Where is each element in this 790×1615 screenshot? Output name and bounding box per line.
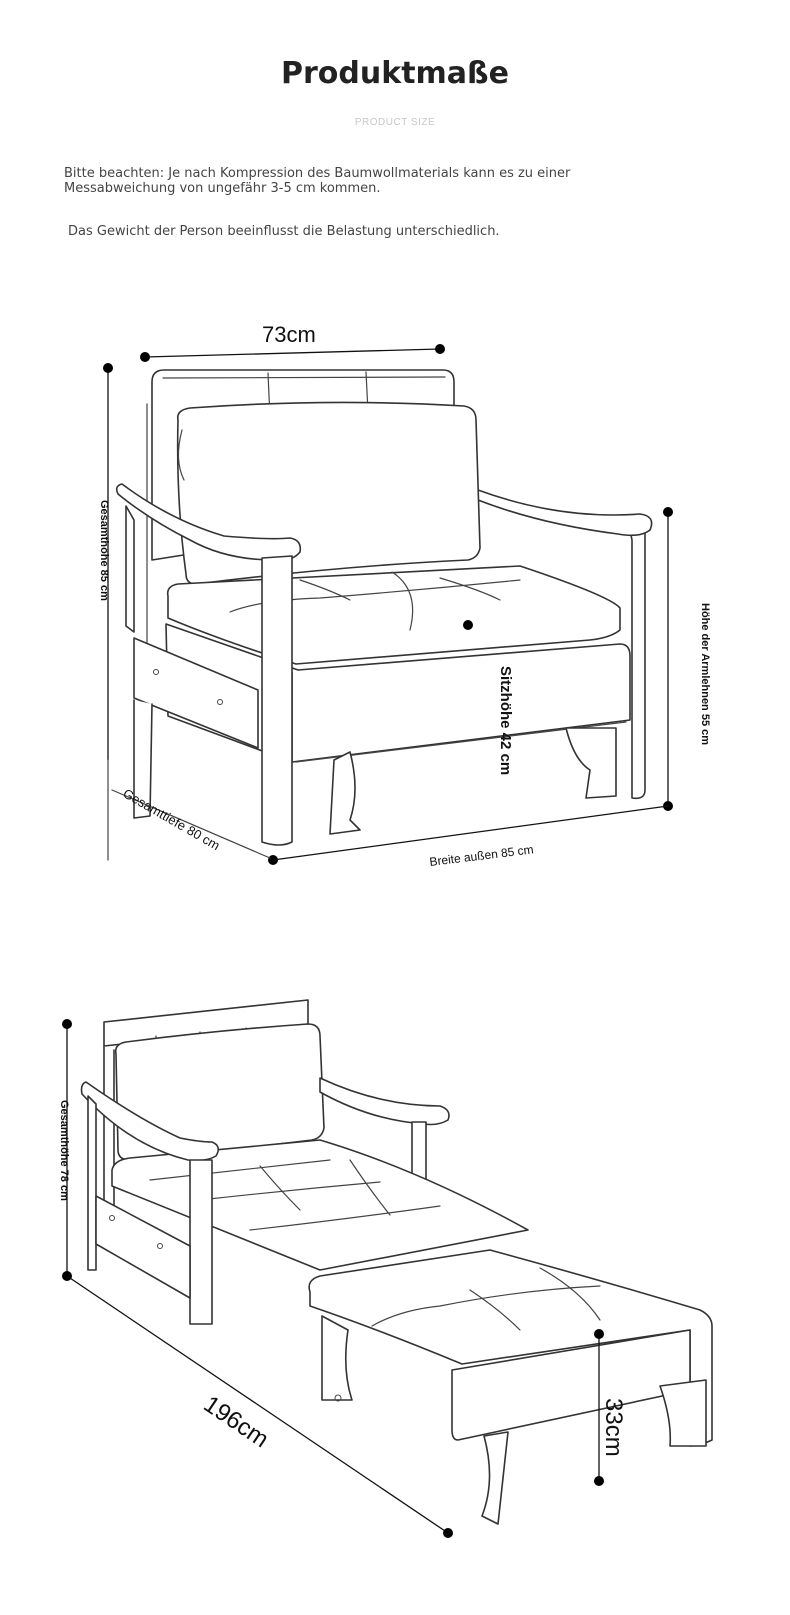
total-depth-label: Gesamttiefe 80 cm <box>121 786 223 854</box>
sofa-bed-drawing <box>80 999 713 1525</box>
armrest-height-label: Höhe der Armlehnen 55 cm <box>699 603 711 745</box>
bed-measurements <box>62 1019 604 1538</box>
bed-total-height-label: Gesamthöhe 78 cm <box>58 1100 70 1201</box>
chair-measurements <box>103 344 673 865</box>
width-label: 73cm <box>262 322 316 347</box>
length-label: 196cm <box>199 1391 274 1454</box>
armchair-drawing <box>115 369 653 846</box>
total-height-label: Gesamthöhe 85 cm <box>98 500 110 601</box>
page-subtitle: PRODUCT SIZE <box>354 117 436 128</box>
outer-width-label: Breite außen 85 cm <box>429 842 535 869</box>
footrest-height-label: 33cm <box>600 1398 627 1457</box>
seat-height-label: Sitzhöhe 42 cm <box>497 666 514 775</box>
page-title: Produktmaße <box>281 56 509 91</box>
compression-note: Bitte beachten: Je nach Kompression des … <box>64 166 571 196</box>
weight-note: Das Gewicht der Person beeinflusst die B… <box>68 224 500 239</box>
